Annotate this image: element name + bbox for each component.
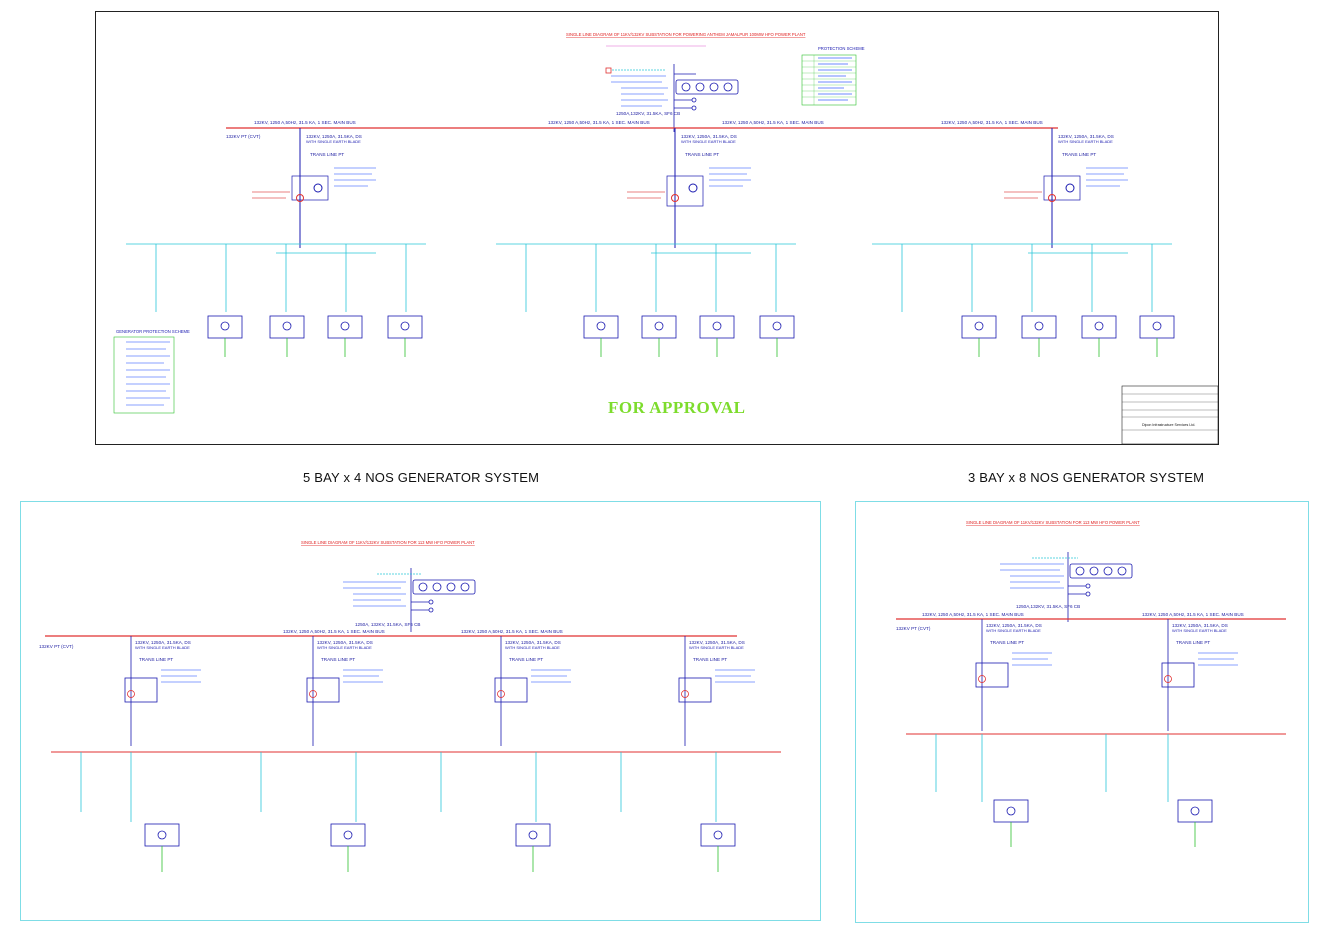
svg-text:WITH SINGLE EARTH BLADE: WITH SINGLE EARTH BLADE (1172, 628, 1227, 633)
left-sheet-svg: SINGLE LINE DIAGRAM OF 11KV/132KV SUBSTA… (39, 540, 781, 872)
svg-text:132KV, 1250A, 31.5KA, DS: 132KV, 1250A, 31.5KA, DS (135, 640, 191, 645)
svg-text:WITH SINGLE EARTH BLADE: WITH SINGLE EARTH BLADE (317, 645, 372, 650)
svg-text:132KV, 1250A, 31.5KA, DS: 132KV, 1250A, 31.5KA, DS (681, 134, 737, 139)
company-name: Dipon Infrastructure Services Ltd. (1142, 423, 1195, 427)
approval-stamp: FOR APPROVAL (608, 398, 746, 417)
top-bay-center: 132KV, 1250A, 31.5KA, DS WITH SINGLE EAR… (627, 128, 751, 254)
left-drawing-sheet: SINGLE LINE DIAGRAM OF 11KV/132KV SUBSTA… (20, 501, 821, 921)
top-bus-label-1: 132KV, 1250 A,50Hz, 31.5 KA, 1 SEC. MAIN… (254, 120, 356, 125)
left-incoming-feeder (377, 568, 476, 632)
generator-protection-label: GENERATOR PROTECTION SCHEME (116, 329, 190, 334)
svg-text:TRANS LINE PT: TRANS LINE PT (310, 152, 344, 157)
svg-text:132KV, 1250A, 31.5KA, DS: 132KV, 1250A, 31.5KA, DS (1058, 134, 1114, 139)
protection-scheme-label: PROTECTION SCHEME (818, 46, 865, 51)
svg-text:WITH SINGLE EARTH BLADE: WITH SINGLE EARTH BLADE (505, 645, 560, 650)
svg-text:132KV, 1250A, 31.5KA, DS: 132KV, 1250A, 31.5KA, DS (986, 623, 1042, 628)
left-sf6-cb-label: 1250A, 132KV, 31.5KA, SF6 CB (355, 622, 420, 627)
svg-text:WITH SINGLE EARTH BLADE: WITH SINGLE EARTH BLADE (1058, 139, 1113, 144)
top-pt-label: 132KV PT (CVT) (226, 134, 261, 139)
right-bus-label-2: 132KV, 1250 A,50Hz, 31.5 KA, 1 SEC. MAIN… (1142, 612, 1244, 617)
title-block (1121, 385, 1219, 445)
svg-text:TRANS LINE PT: TRANS LINE PT (139, 657, 173, 662)
svg-text:TRANS LINE PT: TRANS LINE PT (509, 657, 543, 662)
right-bus-label-1: 132KV, 1250 A,50Hz, 31.5 KA, 1 SEC. MAIN… (922, 612, 1024, 617)
top-sheet-title: SINGLE LINE DIAGRAM OF 11KV/132KV SUBSTA… (566, 32, 806, 37)
svg-text:132KV, 1250A, 31.5KA, DS: 132KV, 1250A, 31.5KA, DS (689, 640, 745, 645)
top-drawing-sheet: SINGLE LINE DIAGRAM OF 11KV/132KV SUBSTA… (95, 11, 1219, 445)
top-lv-section-left (126, 243, 426, 357)
incoming-feeder (605, 64, 739, 132)
right-sf6-cb-label: 1250A,132KV, 31.5KA, SF6 CB (1016, 604, 1080, 609)
svg-text:WITH SINGLE EARTH BLADE: WITH SINGLE EARTH BLADE (306, 139, 361, 144)
top-bus-label-2: 132KV, 1250 A,50Hz, 31.5 KA, 1 SEC. MAIN… (548, 120, 650, 125)
left-generators (80, 752, 736, 872)
right-sheet-title: SINGLE LINE DIAGRAM OF 11KV/132KV SUBSTA… (966, 520, 1140, 525)
svg-text:TRANS LINE PT: TRANS LINE PT (693, 657, 727, 662)
svg-text:TRANS LINE PT: TRANS LINE PT (1062, 152, 1096, 157)
top-bay-left: 132KV, 1250A, 31.5KA, DS WITH SINGLE EAR… (252, 128, 376, 254)
svg-text:TRANS LINE PT: TRANS LINE PT (1176, 640, 1210, 645)
right-generators (935, 734, 1213, 847)
left-pt-label: 132KV PT (CVT) (39, 644, 74, 649)
top-bus-label-4: 132KV, 1250 A,50Hz, 31.5 KA, 1 SEC. MAIN… (941, 120, 1043, 125)
svg-text:TRANS LINE PT: TRANS LINE PT (685, 152, 719, 157)
right-sheet-svg: SINGLE LINE DIAGRAM OF 11KV/132KV SUBSTA… (896, 520, 1286, 847)
top-lv-section-right (872, 243, 1175, 357)
right-drawing-sheet: SINGLE LINE DIAGRAM OF 11KV/132KV SUBSTA… (855, 501, 1309, 923)
svg-text:TRANS LINE PT: TRANS LINE PT (321, 657, 355, 662)
right-incoming-feeder (1032, 552, 1133, 622)
svg-text:WITH SINGLE EARTH BLADE: WITH SINGLE EARTH BLADE (689, 645, 744, 650)
top-sf6-cb-label: 1250A,132KV, 31.5KA, SF6 CB (616, 111, 680, 116)
top-bus-label-3: 132KV, 1250 A,50Hz, 31.5 KA, 1 SEC. MAIN… (722, 120, 824, 125)
svg-text:WITH SINGLE EARTH BLADE: WITH SINGLE EARTH BLADE (986, 628, 1041, 633)
top-sheet-svg: SINGLE LINE DIAGRAM OF 11KV/132KV SUBSTA… (113, 32, 1219, 445)
left-sheet-title: SINGLE LINE DIAGRAM OF 11KV/132KV SUBSTA… (301, 540, 475, 545)
left-system-caption: 5 BAY x 4 NOS GENERATOR SYSTEM (303, 470, 540, 485)
right-bays: 132KV, 1250A, 31.5KA, DS WITH SINGLE EAR… (975, 619, 1238, 731)
generator-protection-table (113, 336, 175, 414)
left-bus-label-2: 132KV, 1250 A,50Hz, 31.5 KA, 1 SEC. MAIN… (461, 629, 563, 634)
svg-text:132KV, 1250A, 31.5KA, DS: 132KV, 1250A, 31.5KA, DS (1172, 623, 1228, 628)
svg-text:TRANS LINE PT: TRANS LINE PT (990, 640, 1024, 645)
protection-scheme-table (801, 54, 857, 106)
right-system-caption: 3 BAY x 8 NOS GENERATOR SYSTEM (968, 470, 1205, 485)
top-bay-right: 132KV, 1250A, 31.5KA, DS WITH SINGLE EAR… (1004, 128, 1128, 254)
svg-text:132KV, 1250A, 31.5KA, DS: 132KV, 1250A, 31.5KA, DS (505, 640, 561, 645)
right-pt-label: 132KV PT (CVT) (896, 626, 931, 631)
top-lv-section-center (496, 243, 796, 357)
svg-text:132KV, 1250A, 31.5KA, DS: 132KV, 1250A, 31.5KA, DS (306, 134, 362, 139)
svg-text:132KV, 1250A, 31.5KA, DS: 132KV, 1250A, 31.5KA, DS (317, 640, 373, 645)
svg-text:WITH SINGLE EARTH BLADE: WITH SINGLE EARTH BLADE (135, 645, 190, 650)
svg-text:WITH SINGLE EARTH BLADE: WITH SINGLE EARTH BLADE (681, 139, 736, 144)
left-bays: 132KV, 1250A, 31.5KA, DS WITH SINGLE EAR… (124, 636, 755, 746)
left-bus-label-1: 132KV, 1250 A,50Hz, 31.5 KA, 1 SEC. MAIN… (283, 629, 385, 634)
